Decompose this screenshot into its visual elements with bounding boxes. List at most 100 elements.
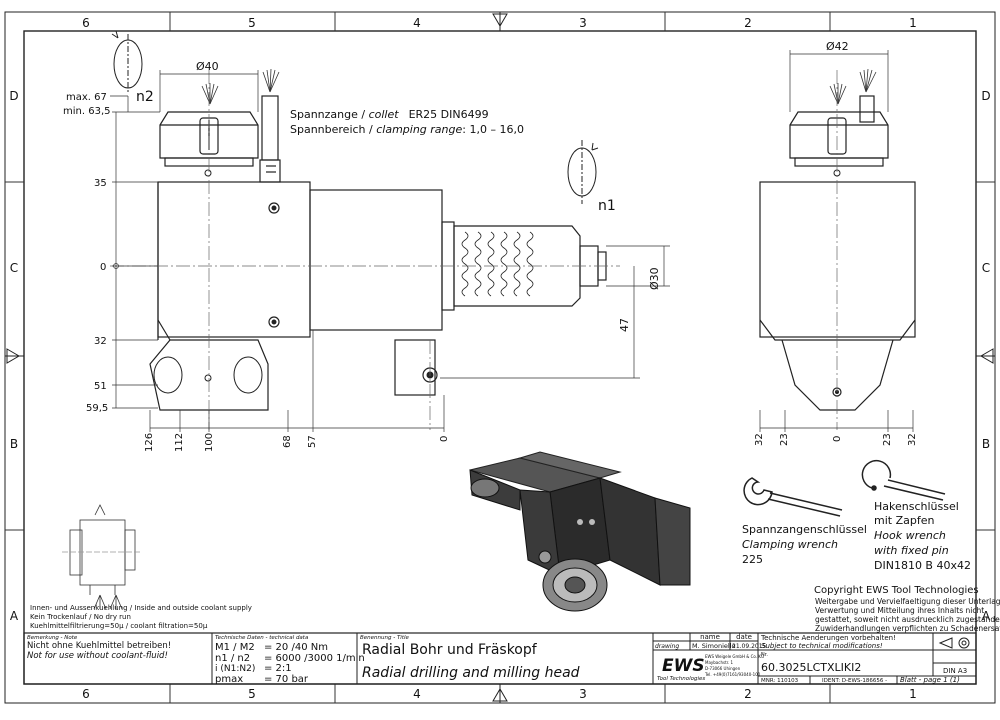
dim-side-23b: 23	[882, 433, 893, 446]
label-n1: n1	[598, 198, 616, 214]
projection-symbol-icon	[938, 637, 970, 649]
rotation-n2-icon	[111, 30, 143, 94]
dim-d40: Ø40	[196, 60, 219, 73]
drawing-date: 21.09.2015	[732, 643, 767, 650]
clamping-wrench-icon	[743, 477, 843, 517]
zone-row-b: B	[10, 437, 18, 451]
side-view	[759, 95, 916, 411]
dim-112: 112	[174, 433, 185, 452]
copyright-l1: Weitergabe und Vervielfaeltigung dieser …	[815, 597, 1000, 606]
cooling-l1: Innen- und Aussenkuehlung / Inside and o…	[30, 604, 252, 612]
copyright-l2: Verwertung und Mitteilung ihres Inhalts …	[815, 606, 984, 615]
hdr-date: date	[736, 633, 752, 641]
copyright-l4: Zuwiderhandlungen verpflichten zu Schade…	[815, 624, 1000, 633]
dim-side-0: 0	[832, 436, 843, 442]
zone-col-4: 4	[413, 16, 421, 30]
copyright-block: Copyright EWS Tool Technologies Weiterga…	[814, 585, 1000, 633]
hook-wrench-text: Hakenschlüssel mit Zapfen Hook wrench wi…	[874, 500, 971, 572]
page-number: Blatt - page 1 (1)	[900, 676, 960, 684]
left-dims	[110, 95, 160, 409]
title-de: Radial Bohr und Fräskopf	[362, 642, 538, 658]
hook-wrench-icon	[861, 459, 946, 501]
spindle-serration	[461, 231, 534, 297]
mnr: MNR: 110103	[761, 678, 799, 684]
rotation-n1-icon	[567, 140, 599, 204]
hdr-name: name	[700, 633, 720, 641]
front-view	[149, 95, 607, 411]
company-2: Maybachstr. 1	[705, 660, 733, 665]
pressure-label: pmax	[215, 674, 243, 685]
zone-row-c-right: C	[982, 261, 990, 275]
torque-value: = 20 /40 Nm	[264, 642, 328, 653]
center-marks	[5, 12, 995, 703]
ratio-value: = 2:1	[264, 663, 292, 674]
title-block-lines	[23, 632, 977, 685]
zone-row-a: A	[10, 609, 19, 623]
dim-57: 57	[307, 435, 318, 448]
dim-d42: Ø42	[826, 40, 849, 53]
speed-label: n1 / n2	[215, 653, 250, 664]
collet-label-de: Spannzange /	[290, 108, 369, 121]
zone-row-a-right: A	[982, 609, 991, 623]
dim-right-lines	[440, 245, 670, 379]
clamp-wrench-en: Clamping wrench	[742, 538, 838, 551]
hook-wrench-en2: with fixed pin	[874, 544, 949, 557]
range-value: : 1,0 – 16,0	[462, 123, 524, 136]
zone-col-6-bottom: 6	[82, 687, 90, 701]
paper-size: DIN A3	[943, 667, 967, 675]
centerlines	[110, 70, 620, 430]
dim-side-32a: 32	[754, 433, 765, 446]
copyright-l3: gestattet, soweit nicht ausdruecklich zu…	[815, 615, 1000, 624]
range-label-en: clamping range	[376, 123, 462, 136]
svg-text:Spannbereich / clamping range:: Spannbereich / clamping range: 1,0 – 16,…	[290, 123, 524, 136]
dim-0-bottom: 0	[439, 436, 450, 442]
tech-label: Technische Daten - technical data	[215, 635, 309, 641]
hook-wrench-de2: mit Zapfen	[874, 514, 934, 527]
note-en: Not for use without coolant-fluid!	[27, 651, 168, 661]
zone-ticks	[5, 12, 995, 703]
changes-en: Subject to technical modifications!	[761, 642, 883, 650]
zone-row-d: D	[9, 89, 18, 103]
ident: IDENT: D-EWS-186656 -	[822, 678, 887, 684]
dim-d40-lines	[159, 70, 259, 112]
dim-100: 100	[204, 433, 215, 452]
dim-68: 68	[282, 435, 293, 448]
bottom-dim-labels: 126 112 100 68 57 0	[144, 433, 450, 452]
dim-min: min. 63,5	[63, 106, 110, 117]
zone-col-6: 6	[82, 16, 90, 30]
cooling-l3: Kuehlmittelfiltrierung=50μ / coolant fil…	[30, 622, 208, 630]
zone-row-c: C	[10, 261, 18, 275]
hook-wrench-de1: Hakenschlüssel	[874, 500, 959, 513]
ratio-label: i (N1:N2)	[215, 664, 255, 674]
speed-value: = 6000 /3000 1/min	[264, 653, 365, 664]
title-en: Radial drilling and milling head	[362, 665, 580, 681]
dim-126: 126	[144, 433, 155, 452]
dim-max: max. 67	[66, 92, 107, 103]
dim-side-23a: 23	[779, 433, 790, 446]
label-n2: n2	[136, 89, 154, 105]
zone-col-1: 1	[909, 16, 917, 30]
pressure-value: = 70 bar	[264, 674, 309, 685]
zone-col-1-bottom: 1	[909, 687, 917, 701]
zone-labels: 6 5 4 3 2 1 6 5 4 3 2 1 D C B A D C B A	[9, 16, 991, 701]
cooling-l2: Kein Trockenlauf / No dry run	[30, 613, 131, 621]
copyright-title: Copyright EWS Tool Technologies	[814, 585, 979, 596]
isometric-render	[469, 451, 691, 612]
zone-row-d-right: D	[981, 89, 990, 103]
note-label: Bemerkung - Note	[27, 635, 78, 641]
dim-47: 47	[618, 318, 631, 332]
changes-de: Technische Aenderungen vorbehalten!	[760, 634, 896, 642]
dim-32: 32	[94, 336, 107, 347]
cooling-notes: Innen- und Aussenkuehlung / Inside and o…	[30, 604, 252, 630]
title-label: Benennung - Title	[360, 635, 410, 641]
hook-wrench-no: DIN1810 B 40x42	[874, 559, 971, 572]
zone-col-2-bottom: 2	[744, 687, 752, 701]
coolant-schematic	[62, 504, 140, 610]
ews-logo: EWS	[662, 656, 705, 676]
zone-row-b-right: B	[982, 437, 990, 451]
left-dim-labels: max. 67 min. 63,5 35 0 32 51 59,5	[63, 92, 110, 414]
zone-col-5: 5	[248, 16, 256, 30]
